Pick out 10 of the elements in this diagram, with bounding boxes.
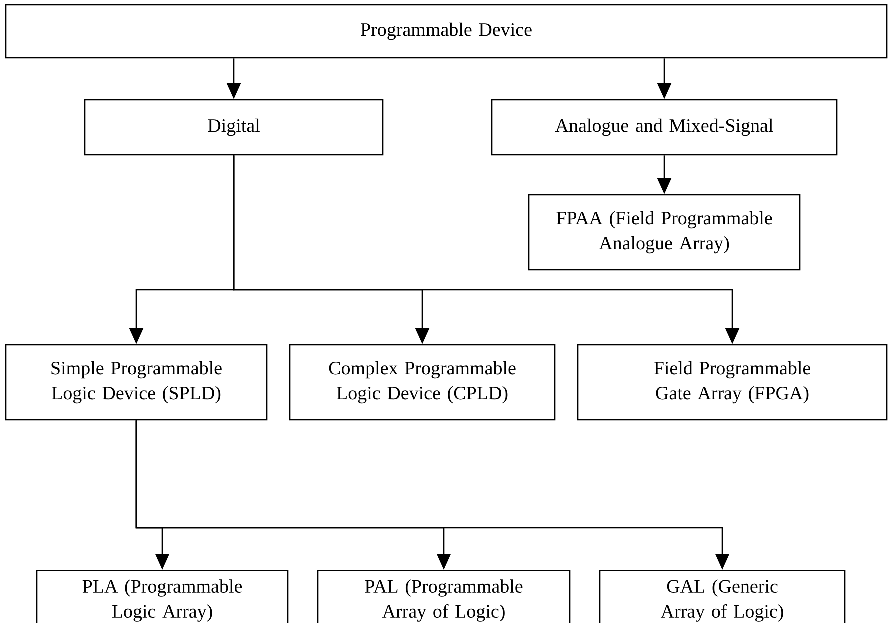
process-box: GAL (Generic Array of Logic) [599, 570, 846, 623]
process-box: PAL (Programmable Array of Logic) [317, 570, 571, 623]
process-box: Digital [84, 99, 384, 156]
process-box: FPAA (Field Programmable Analogue Array) [528, 194, 801, 271]
process-box: Complex Programmable Logic Device (CPLD) [289, 344, 556, 421]
process-box: Programmable Device [5, 4, 888, 59]
process-box: Analogue and Mixed-Signal [491, 99, 838, 156]
process-box: Simple Programmable Logic Device (SPLD) [5, 344, 268, 421]
process-box: PLA (Programmable Logic Array) [36, 570, 289, 623]
process-box: Field Programmable Gate Array (FPGA) [577, 344, 888, 421]
